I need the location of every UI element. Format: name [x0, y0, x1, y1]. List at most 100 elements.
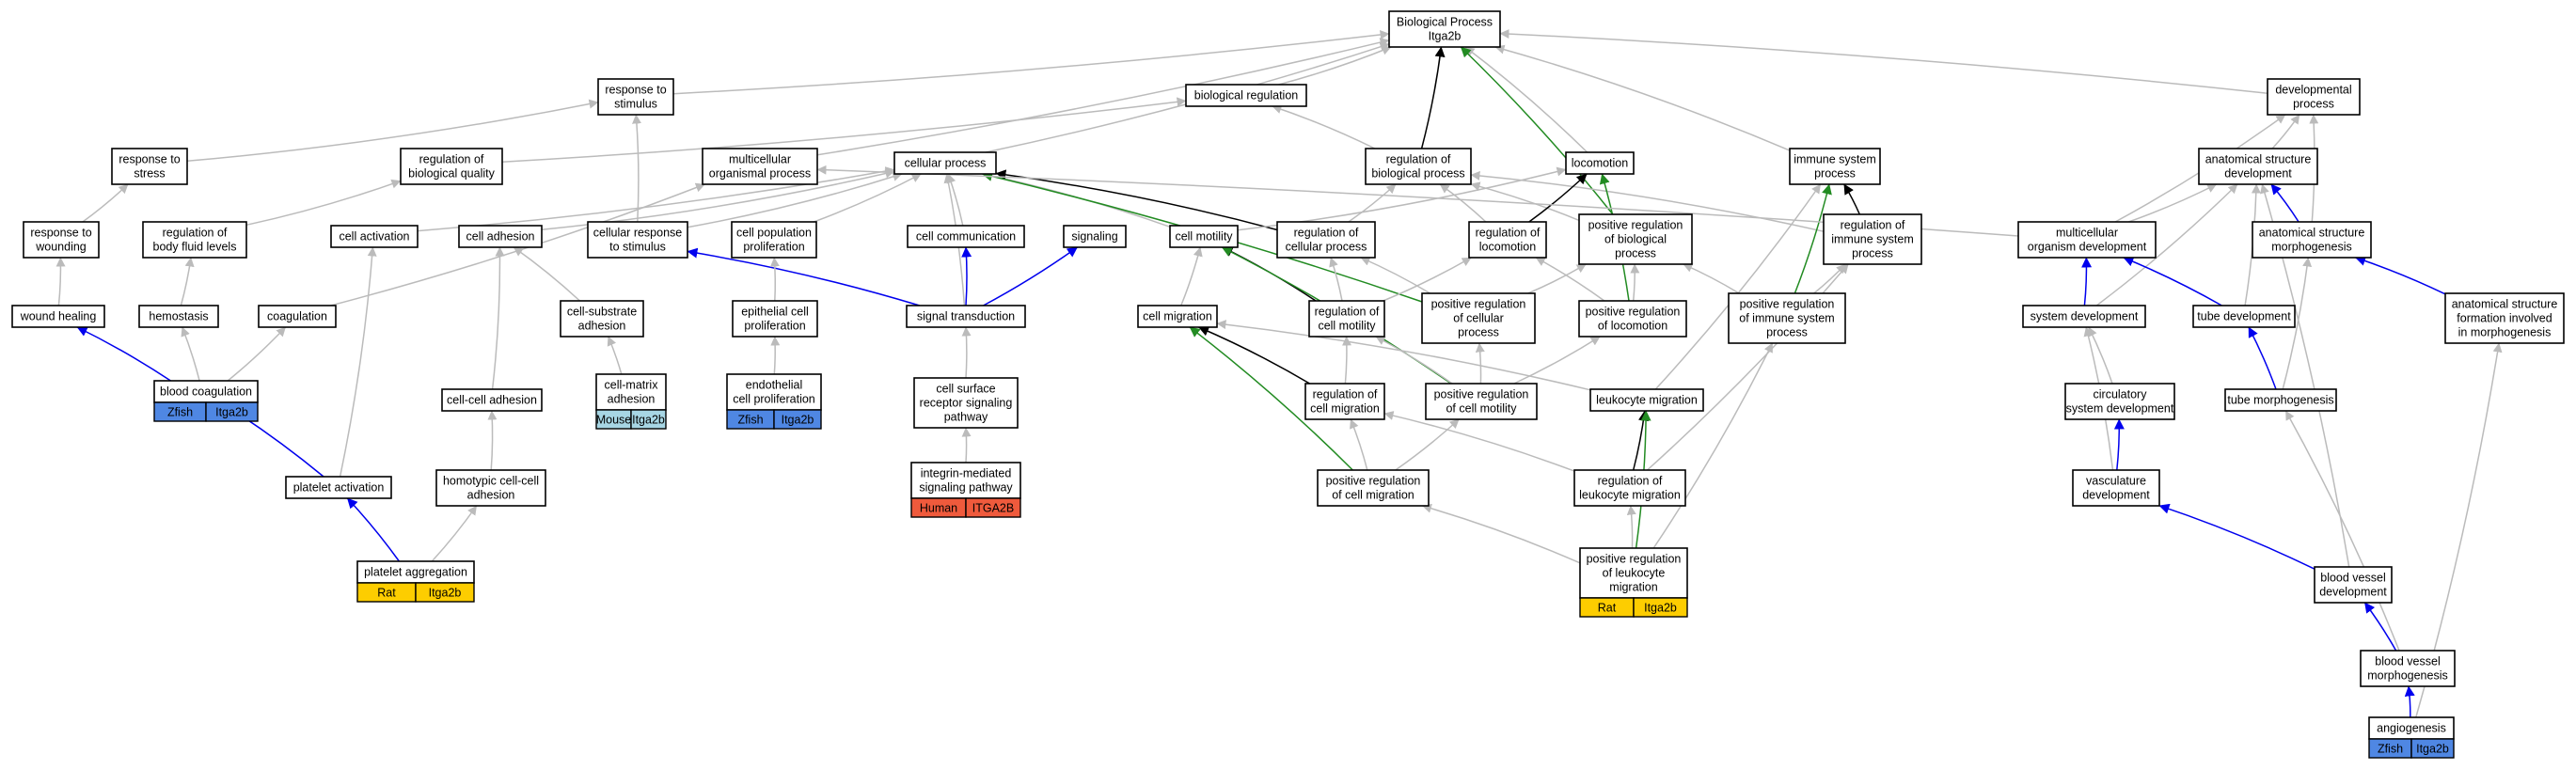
node-box [1185, 84, 1307, 107]
gene-label: Itga2b [1644, 602, 1677, 615]
edge-cell-sub-adh-to-cell-adh [513, 246, 581, 302]
node-label: to stimulus [609, 241, 666, 254]
go-term-platelet-activ[interactable]: platelet activation [285, 476, 392, 499]
gene-cell [630, 409, 667, 430]
edge-reg-locomotion-to-locomotion [1528, 173, 1588, 223]
go-term-tube-dev[interactable]: tube development [2192, 305, 2296, 328]
node-label: adhesion [608, 393, 656, 406]
node-label: development [2224, 167, 2292, 181]
go-term-coagulation[interactable]: coagulation [258, 305, 337, 328]
node-label: stress [134, 167, 165, 181]
edge-reg-leuk-migration-to-reg-cell-migration [1383, 411, 1575, 472]
node-box [2267, 78, 2361, 116]
node-label: system development [2031, 310, 2139, 323]
node-label: cell motility [1318, 320, 1376, 333]
go-term-bio-reg[interactable]: biological regulation [1185, 84, 1307, 107]
go-term-cell-activ[interactable]: cell activation [330, 225, 419, 248]
go-term-cell-migration[interactable]: cell migration [1137, 305, 1218, 328]
node-label: stimulus [614, 98, 657, 111]
node-label: wound healing [20, 310, 97, 323]
go-term-cell-proc[interactable]: cellular process [893, 151, 997, 175]
node-label: multicellular [729, 153, 791, 166]
node-label: regulation of [1476, 227, 1541, 240]
node-label: cell adhesion [466, 230, 535, 244]
go-term-signaling[interactable]: signaling [1063, 225, 1127, 248]
go-term-hemostasis[interactable]: hemostasis [138, 305, 219, 328]
edge-vasc-dev-to-circ-sys-dev [2113, 418, 2125, 471]
go-term-cell-cell-adh[interactable]: cell-cell adhesion [441, 388, 543, 412]
node-label: of cell motility [1446, 402, 1517, 416]
edge-homotypic-adh-to-cell-cell-adh [487, 410, 498, 471]
edge-angiogenesis-to-blood-vessel-morph [2404, 685, 2415, 718]
go-term-cell-comm[interactable]: cell communication [907, 225, 1025, 248]
node-label: of biological [1604, 233, 1667, 246]
go-term-leuk-migration[interactable]: leukocyte migration [1589, 388, 1704, 412]
node-label: regulation of [1841, 219, 1905, 232]
go-term-tube-morph[interactable]: tube morphogenesis [2224, 388, 2337, 412]
node-box [11, 305, 105, 328]
node-label: cell migration [1143, 310, 1212, 323]
edge-reg-immune-to-reg-bio-proc [1470, 170, 1825, 232]
edge-cell-resp-stim-to-resp-stim [632, 114, 641, 223]
edge-blood-vessel-morph-to-blood-vessel-dev [2363, 602, 2397, 652]
go-term-wound-heal[interactable]: wound healing [11, 305, 105, 328]
edge-pos-reg-cell-proc-to-pos-reg-bio-proc [1527, 263, 1587, 294]
edge-reg-bio-proc-to-bp [1420, 46, 1446, 149]
go-term-sig-trans[interactable]: signal transduction [906, 305, 1026, 328]
gene-cell [2410, 738, 2455, 759]
gene-cell [205, 401, 259, 422]
node-box [913, 377, 1019, 429]
go-term-locomotion[interactable]: locomotion [1565, 151, 1635, 175]
go-term-sys-dev[interactable]: system development [2022, 305, 2146, 328]
node-label: integrin-mediated [921, 467, 1012, 480]
node-box [2224, 388, 2337, 412]
node-label: of locomotion [1598, 320, 1667, 333]
edge-platelet-agg-to-homotypic-adh [431, 505, 478, 562]
go-term-cell-motility[interactable]: cell motility [1169, 225, 1239, 248]
go-term-cell-adh[interactable]: cell adhesion [458, 225, 543, 248]
